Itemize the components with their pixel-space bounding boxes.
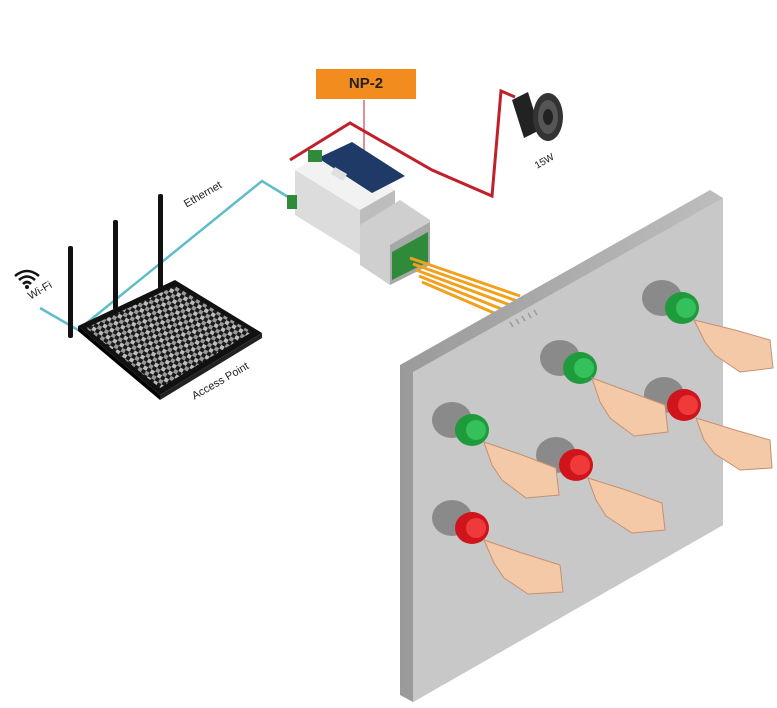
np2-device	[287, 142, 430, 285]
speaker-wire	[289, 88, 516, 199]
hand-right-red	[695, 417, 773, 471]
access-point-router	[68, 194, 262, 400]
button-left-green	[432, 402, 489, 446]
ethernet-cable	[39, 179, 299, 332]
hand-left	[483, 441, 560, 499]
button-mid-green	[540, 340, 597, 384]
panel-cables	[409, 256, 521, 321]
speaker-icon	[512, 92, 563, 141]
hand-mid	[591, 377, 669, 437]
hand-center	[587, 477, 666, 534]
wifi-icon	[14, 269, 40, 289]
button-top-right-green	[642, 280, 699, 324]
hand-bottom	[483, 539, 564, 595]
hand-top-right	[693, 319, 774, 373]
button-bottom-red	[432, 500, 489, 544]
np2-label: NP-2	[316, 69, 416, 99]
